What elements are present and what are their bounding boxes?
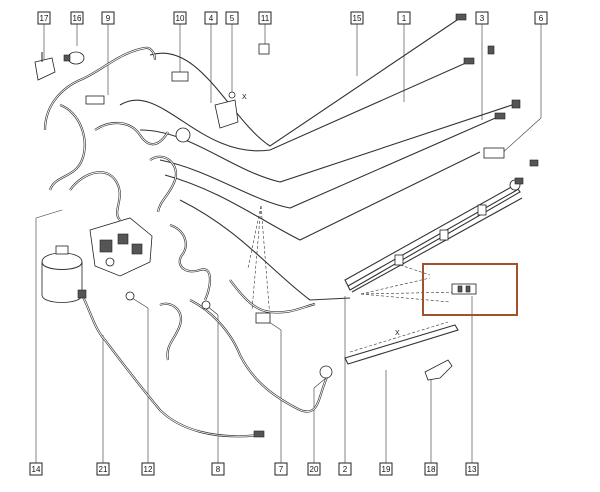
svg-text:9: 9: [106, 14, 111, 23]
callout-5[interactable]: 5: [225, 11, 239, 25]
svg-text:3: 3: [480, 14, 485, 23]
highlight-part-13: [422, 263, 518, 316]
callout-3[interactable]: 3: [475, 11, 489, 25]
callout-21[interactable]: 21: [96, 462, 110, 476]
callout-11[interactable]: 11: [258, 11, 272, 25]
callout-20[interactable]: 20: [307, 462, 321, 476]
clip-4: X: [214, 94, 247, 129]
svg-text:1: 1: [402, 14, 407, 23]
x-dimension-rail: X: [395, 330, 400, 337]
lower-fittings: [77, 289, 333, 438]
svg-text:2: 2: [343, 465, 348, 474]
callout-10[interactable]: 10: [173, 11, 187, 25]
svg-text:20: 20: [310, 465, 319, 474]
callout-13[interactable]: 13: [465, 462, 479, 476]
sensor-16: [63, 51, 85, 65]
fuel-rail: [344, 179, 523, 293]
callout-12[interactable]: 12: [141, 462, 155, 476]
x-dimension-bracket: X: [242, 94, 247, 101]
callout-6[interactable]: 6: [534, 11, 548, 25]
svg-text:18: 18: [427, 465, 436, 474]
return-hoses: [43, 46, 178, 221]
connector-10: [171, 71, 189, 82]
callout-15[interactable]: 15: [350, 11, 364, 25]
svg-text:7: 7: [279, 465, 284, 474]
leader-lines: [35, 24, 542, 463]
bracket-17: [34, 52, 56, 81]
callout-19[interactable]: 19: [379, 462, 393, 476]
lower-hoses: [81, 223, 329, 438]
svg-text:17: 17: [40, 14, 49, 23]
callout-4[interactable]: 4: [204, 11, 218, 25]
end-fittings: [455, 13, 539, 185]
fuel-filter: [41, 245, 83, 303]
callout-14[interactable]: 14: [29, 462, 43, 476]
callout-8[interactable]: 8: [211, 462, 225, 476]
callout-18[interactable]: 18: [424, 462, 438, 476]
svg-text:16: 16: [73, 14, 82, 23]
connector-9: [85, 95, 105, 105]
svg-text:12: 12: [144, 465, 153, 474]
bolt-5: [228, 91, 236, 99]
svg-text:14: 14: [32, 465, 41, 474]
svg-text:11: 11: [261, 14, 270, 23]
fuel-return-pipes: [119, 17, 516, 301]
pipe-clip: [175, 127, 191, 143]
callout-16[interactable]: 16: [70, 11, 84, 25]
svg-text:10: 10: [176, 14, 185, 23]
svg-text:4: 4: [209, 14, 214, 23]
callout-17[interactable]: 17: [37, 11, 51, 25]
svg-text:6: 6: [539, 14, 544, 23]
bracket-18: [424, 359, 453, 381]
callout-9[interactable]: 9: [101, 11, 115, 25]
nut-11: [258, 43, 270, 55]
heat-shield-strip: X: [344, 321, 459, 365]
callout-2[interactable]: 2: [338, 462, 352, 476]
svg-text:21: 21: [99, 465, 108, 474]
svg-text:5: 5: [230, 14, 235, 23]
callout-7[interactable]: 7: [274, 462, 288, 476]
svg-text:19: 19: [382, 465, 391, 474]
svg-text:15: 15: [353, 14, 362, 23]
callout-1[interactable]: 1: [397, 11, 411, 25]
svg-text:13: 13: [468, 465, 477, 474]
injection-pump: [89, 217, 153, 277]
svg-text:8: 8: [216, 465, 221, 474]
